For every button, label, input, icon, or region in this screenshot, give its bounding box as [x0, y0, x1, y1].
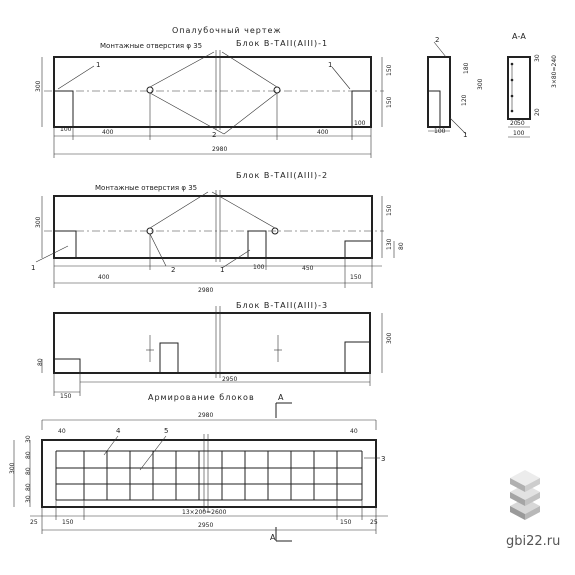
dim-b3-150: 150	[60, 393, 72, 400]
dim-b1-2980: 2980	[212, 146, 227, 153]
holes-note-1: Монтажные отверстия φ 35	[100, 42, 202, 50]
dim-b2-150: 150	[386, 204, 393, 216]
callout-2b: 2	[435, 36, 439, 44]
block3-elevation	[41, 306, 383, 396]
section-aa	[507, 56, 531, 138]
dim-b1-100: 100	[60, 126, 72, 133]
block2-title: Блок В-ТАII(АIII)-2	[236, 171, 328, 180]
dim-b2-300: 300	[35, 216, 42, 228]
dim-sec-180: 180	[463, 62, 470, 74]
callout-4: 4	[116, 427, 121, 435]
section-mark-top: А	[278, 393, 284, 402]
section-aa-title: А-А	[512, 32, 526, 41]
callout-5: 5	[164, 427, 168, 435]
callout-2c: 2	[171, 266, 175, 274]
dim-aa-100: 100	[513, 130, 525, 137]
callout-1c: 1	[463, 131, 467, 139]
dim-b1-150a: 150	[386, 64, 393, 76]
dim-r-30: 30	[25, 435, 32, 443]
formwork-title: Опалубочный чертеж	[172, 26, 282, 35]
dim-r-2980: 2980	[198, 412, 213, 419]
dim-b3-2950: 2950	[222, 376, 237, 383]
dim-aa-20a: 20	[534, 108, 541, 116]
block1-title: Блок В-ТАII(АIII)-1	[236, 39, 328, 48]
dim-r-80c: 80	[25, 483, 32, 491]
holes-note-2: Монтажные отверстия φ 35	[95, 184, 197, 192]
dim-aa-30: 30	[534, 54, 541, 62]
dim-aa-20b: 20	[510, 120, 518, 127]
dim-r-25b: 25	[370, 519, 378, 526]
reinforcement-elevation	[13, 419, 388, 534]
callout-3: 3	[381, 455, 385, 463]
callout-1d: 1	[220, 266, 224, 274]
dim-b2-150b: 150	[350, 274, 362, 281]
dim-r-25a: 25	[30, 519, 38, 526]
dim-r-150b: 150	[340, 519, 352, 526]
stacked-slabs-icon	[510, 470, 540, 520]
dim-aa-3x80: 3×80=240	[551, 55, 558, 88]
block1-side-view	[427, 41, 467, 135]
dim-aa-50: 50	[517, 120, 525, 127]
dim-b1-150b: 150	[386, 96, 393, 108]
dim-b3-80: 80	[37, 358, 44, 366]
watermark-site: gbi22.ru	[506, 534, 561, 549]
dim-b2-80: 80	[398, 242, 405, 250]
dim-b2-130: 130	[386, 238, 393, 250]
dim-r-40a: 40	[58, 428, 66, 435]
dim-b1-100r: 100	[354, 120, 366, 127]
dim-b3-300: 300	[386, 332, 393, 344]
callout-2a: 2	[212, 131, 216, 139]
dim-r-300: 300	[9, 462, 16, 474]
callout-1b: 1	[328, 61, 332, 69]
dim-b1-400a: 400	[102, 129, 114, 136]
block3-title: Блок В-ТАII(АIII)-3	[236, 301, 328, 310]
section-mark-bottom: А	[270, 533, 276, 542]
dim-b2-2980: 2980	[198, 287, 213, 294]
dim-r-2950: 2950	[198, 522, 213, 529]
dim-sec-300: 300	[477, 78, 484, 90]
dim-r-150a: 150	[62, 519, 74, 526]
dim-b1-400b: 400	[317, 129, 329, 136]
dim-b2-400: 400	[98, 274, 110, 281]
dim-sec-120: 120	[461, 94, 468, 106]
dim-b1-300: 300	[35, 80, 42, 92]
callout-1a: 1	[96, 61, 100, 69]
dim-b2-450: 450	[302, 265, 314, 272]
dim-r-30b: 30	[25, 495, 32, 503]
dim-r-80a: 80	[25, 451, 32, 459]
dim-r-40b: 40	[350, 428, 358, 435]
reinforcement-title: Армирование блоков	[148, 393, 255, 402]
block2-elevation	[35, 190, 395, 288]
callout-1e: 1	[31, 264, 35, 272]
block1-elevation	[41, 50, 384, 158]
dim-r-mid: 13×200=2600	[182, 509, 227, 516]
dim-r-80b: 80	[25, 467, 32, 475]
dim-sec-100: 100	[434, 128, 446, 135]
section-cut-marker	[275, 402, 292, 542]
dim-b2-100: 100	[253, 264, 265, 271]
